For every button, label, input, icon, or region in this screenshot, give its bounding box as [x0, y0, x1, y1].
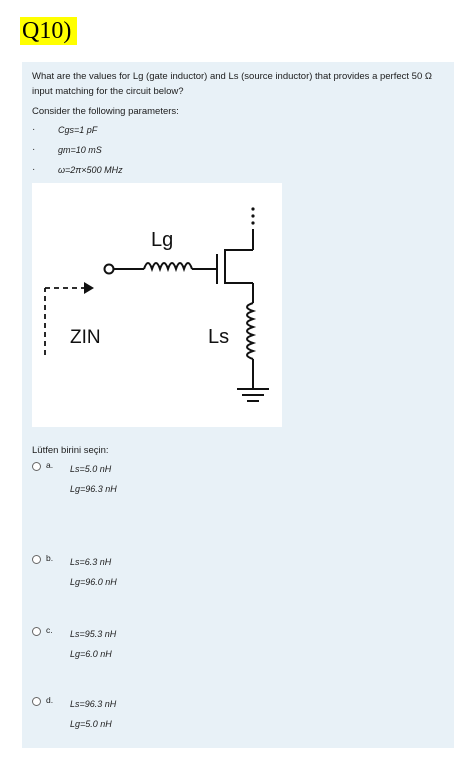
option-line-1: Ls=95.3 nH [70, 629, 117, 639]
question-panel: What are the values for Lg (gate inducto… [22, 62, 454, 748]
answer-prompt: Lütfen birini seçin: [32, 445, 109, 456]
zin-arrowhead [84, 282, 94, 294]
source-inductor [246, 302, 257, 360]
radio-button-c[interactable] [32, 627, 41, 636]
parameter-list: ·Cgs=1 pF ·gm=10 mS ·ω=2π×500 MHz [30, 122, 123, 182]
option-letter: c. [46, 625, 53, 635]
parameter-item: ·gm=10 mS [32, 144, 102, 155]
radio-button-b[interactable] [32, 555, 41, 564]
option-line-2: Lg=96.0 nH [70, 577, 117, 587]
option-line-2: Lg=6.0 nH [70, 649, 112, 659]
option-line-2: Lg=5.0 nH [70, 719, 112, 729]
option-b[interactable]: b. Ls=6.3 nH Lg=96.0 nH [32, 553, 232, 615]
option-line-1: Ls=6.3 nH [70, 557, 112, 567]
radio-button-d[interactable] [32, 697, 41, 706]
option-line-1: Ls=96.3 nH [70, 699, 117, 709]
option-line-2: Lg=96.3 nH [70, 484, 117, 494]
lg-label: Lg [151, 229, 173, 251]
option-d[interactable]: d. Ls=96.3 nH Lg=5.0 nH [32, 695, 232, 757]
parameter-item: ·ω=2π×500 MHz [32, 164, 123, 175]
drain-continuation-dot [251, 221, 255, 225]
question-number: Q10) [20, 17, 77, 45]
circuit-diagram: Lg Ls ZIN [32, 183, 282, 427]
option-c[interactable]: c. Ls=95.3 nH Lg=6.0 nH [32, 625, 232, 687]
parameters-heading: Consider the following parameters: [32, 106, 179, 117]
ls-label: Ls [208, 326, 229, 348]
gate-inductor [143, 262, 193, 273]
option-line-1: Ls=5.0 nH [70, 464, 112, 474]
option-letter: b. [46, 553, 54, 563]
drain-continuation-dot [251, 207, 255, 211]
drain-continuation-dot [251, 214, 255, 218]
option-letter: a. [46, 460, 54, 470]
question-text: What are the values for Lg (gate inducto… [32, 71, 432, 97]
radio-button-a[interactable] [32, 462, 41, 471]
circuit-schematic: Lg Ls ZIN [44, 207, 269, 402]
option-a[interactable]: a. Ls=5.0 nH Lg=96.3 nH [32, 460, 232, 522]
input-terminal [103, 263, 115, 275]
parameter-item: ·Cgs=1 pF [32, 124, 98, 135]
option-letter: d. [46, 695, 54, 705]
zin-label: ZIN [70, 327, 101, 348]
